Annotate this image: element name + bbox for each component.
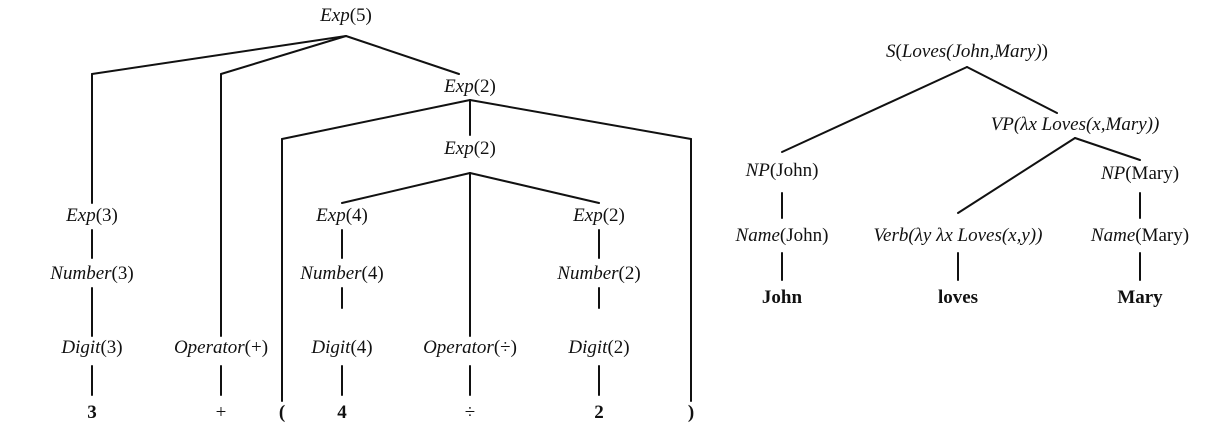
node-exp-2-leaf: Exp(2) bbox=[573, 205, 625, 226]
edge-vp-np bbox=[1074, 137, 1141, 161]
edge-root-exp3 bbox=[91, 35, 347, 75]
node-np-mary: NP(Mary) bbox=[1100, 163, 1180, 184]
node-name-mary: Name(Mary) bbox=[1090, 225, 1190, 246]
edge-exp2-rparen bbox=[469, 99, 692, 140]
node-operator-plus: Operator(+) bbox=[173, 337, 269, 358]
node-digit-4: Digit(4) bbox=[311, 337, 373, 358]
edge-vp-verb bbox=[957, 137, 1076, 214]
node-number-3: Number(3) bbox=[50, 263, 134, 284]
node-vp: VP(λx Loves(x,Mary)) bbox=[990, 114, 1160, 135]
node-digit-3: Digit(3) bbox=[61, 337, 123, 358]
token-plus: + bbox=[215, 402, 227, 423]
edge-exp2-lparen bbox=[281, 99, 471, 140]
node-number-2: Number(2) bbox=[557, 263, 641, 284]
node-exp-2-inner: Exp(2) bbox=[444, 138, 496, 159]
node-digit-2: Digit(2) bbox=[568, 337, 630, 358]
node-np-john: NP(John) bbox=[745, 160, 819, 181]
token-3: 3 bbox=[87, 402, 97, 423]
edge-root-operator bbox=[220, 35, 347, 75]
node-number-4: Number(4) bbox=[300, 263, 384, 284]
node-exp-4: Exp(4) bbox=[316, 205, 368, 226]
token-div: ÷ bbox=[464, 402, 476, 423]
word-loves: loves bbox=[937, 287, 979, 308]
node-s-loves: S(Loves(John,Mary)) bbox=[886, 41, 1048, 62]
edge-inner-exp2 bbox=[469, 172, 600, 204]
node-exp-5: Exp(5) bbox=[320, 5, 372, 26]
word-mary: Mary bbox=[1117, 287, 1163, 308]
word-john: John bbox=[761, 287, 803, 308]
node-operator-div: Operator(÷) bbox=[423, 337, 517, 358]
edge-inner-exp4 bbox=[341, 172, 471, 204]
node-exp-3: Exp(3) bbox=[66, 205, 118, 226]
node-exp-2-outer: Exp(2) bbox=[444, 76, 496, 97]
token-lparen: ( bbox=[278, 402, 286, 423]
node-verb: Verb(λy λx Loves(x,y)) bbox=[873, 225, 1043, 246]
node-name-john: Name(John) bbox=[735, 225, 829, 246]
edge-s-vp bbox=[966, 66, 1058, 114]
token-4: 4 bbox=[337, 402, 347, 423]
edge-root-exp2 bbox=[345, 35, 460, 75]
token-rparen: ) bbox=[687, 402, 695, 423]
token-2: 2 bbox=[594, 402, 604, 423]
edge-s-np bbox=[781, 66, 968, 153]
